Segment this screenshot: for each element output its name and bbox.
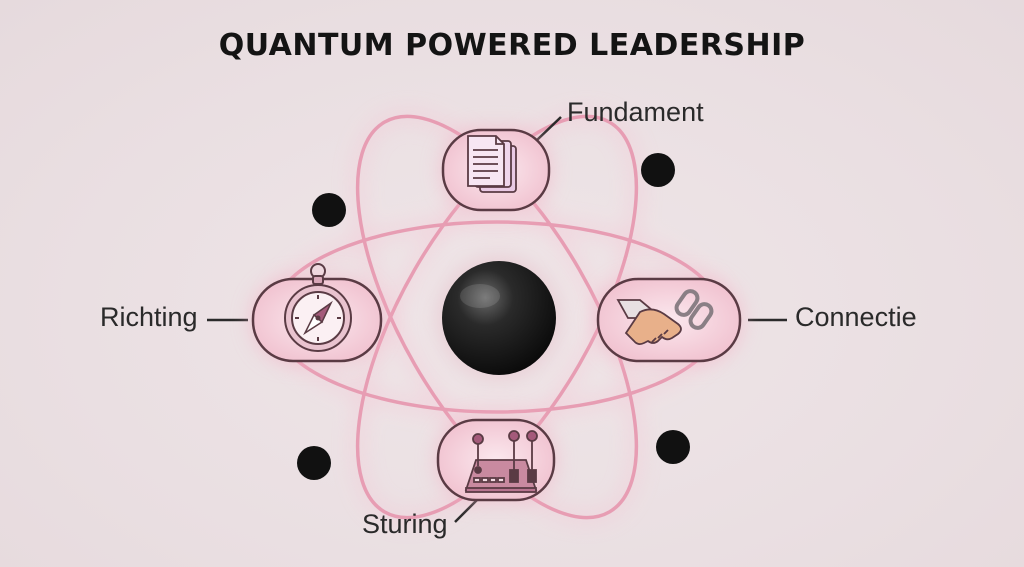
electron-top-right [641, 153, 675, 187]
compass-icon [284, 263, 352, 352]
node-fundament [441, 128, 551, 212]
label-connectors [207, 116, 787, 523]
label-richting: Richting [100, 302, 198, 332]
label-connectie: Connectie [795, 302, 917, 332]
connector-sturing [454, 499, 478, 523]
label-fundament: Fundament [567, 97, 704, 127]
node-connectie [596, 277, 742, 363]
electron-top-left [312, 193, 346, 227]
node-sturing [436, 418, 556, 502]
label-sturing: Sturing [362, 509, 448, 539]
electron-bottom-left [297, 446, 331, 480]
node-richting [251, 263, 383, 363]
documents-icon [467, 135, 517, 193]
orbit-tilted-left [355, 114, 639, 520]
orbits [270, 114, 724, 520]
nucleus [437, 256, 561, 380]
control-panel-icon [464, 430, 538, 493]
page-title: QUANTUM POWERED LEADERSHIP [218, 28, 806, 63]
connector-fundament [536, 116, 562, 141]
electrons [297, 153, 690, 480]
orbit-tilted-right [355, 114, 639, 520]
electron-bottom-right [656, 430, 690, 464]
handshake-chain-icon [616, 289, 714, 346]
